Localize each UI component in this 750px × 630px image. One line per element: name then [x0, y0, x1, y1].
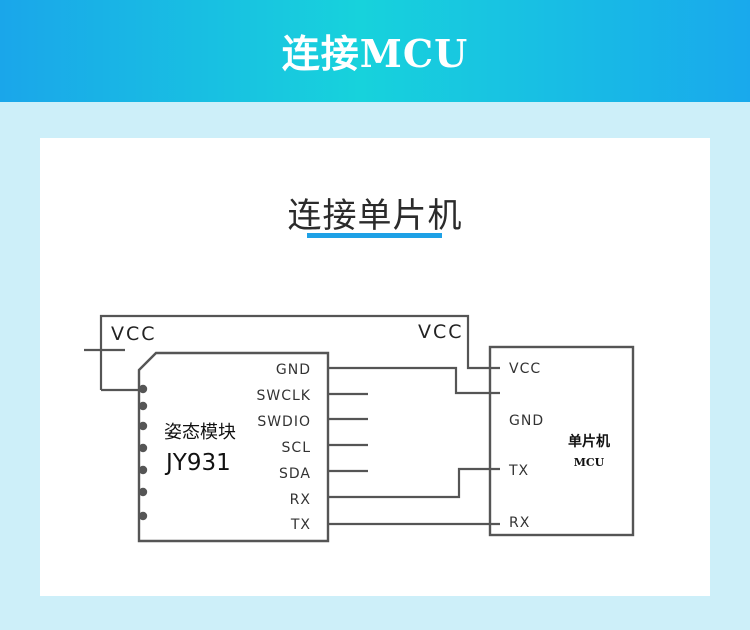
mcu-box: [488, 345, 635, 537]
module-box: [137, 351, 330, 543]
module-pin-scl: SCL: [282, 440, 311, 456]
mcu-pin-rx: RX: [509, 515, 530, 531]
banner-title: 连接MCU: [281, 30, 469, 76]
header-banner: 连接MCU: [0, 0, 750, 102]
wire-rx-tx: [328, 467, 500, 499]
wire-gnd-gnd: [328, 366, 500, 395]
mcu-pin-tx: TX: [508, 463, 529, 479]
vcc-left-label: VCC: [111, 323, 157, 345]
section-title: 连接单片机: [287, 196, 463, 236]
vcc-right-to-mcu: [466, 340, 500, 370]
module-model: JY931: [164, 450, 231, 476]
module-pad-2: [138, 401, 148, 411]
title-underline: [307, 233, 442, 238]
module-pin-rx: RX: [290, 492, 311, 508]
module-pad-3: [138, 421, 148, 431]
module-pad-1: [138, 384, 148, 394]
module-pin-swdio: SWDIO: [257, 414, 311, 430]
mcu-pin-vcc: VCC: [509, 361, 541, 377]
module-pin-gnd: GND: [276, 362, 311, 378]
vcc-right-label: VCC: [418, 321, 464, 343]
module-name: 姿态模块: [164, 422, 236, 443]
mcu-name: 单片机: [568, 433, 610, 450]
module-pin-sda: SDA: [279, 466, 311, 482]
module-pad-7: [138, 511, 148, 521]
module-pad-4: [138, 443, 148, 453]
mcu-pin-gnd: GND: [509, 413, 544, 429]
module-pad-6: [138, 487, 148, 497]
module-pin-swclk: SWCLK: [257, 388, 312, 404]
vcc-bus-wire: [99, 314, 470, 390]
mcu-subtitle: MCU: [574, 456, 605, 469]
module-pad-5: [138, 465, 148, 475]
module-pin-tx: TX: [290, 517, 311, 533]
